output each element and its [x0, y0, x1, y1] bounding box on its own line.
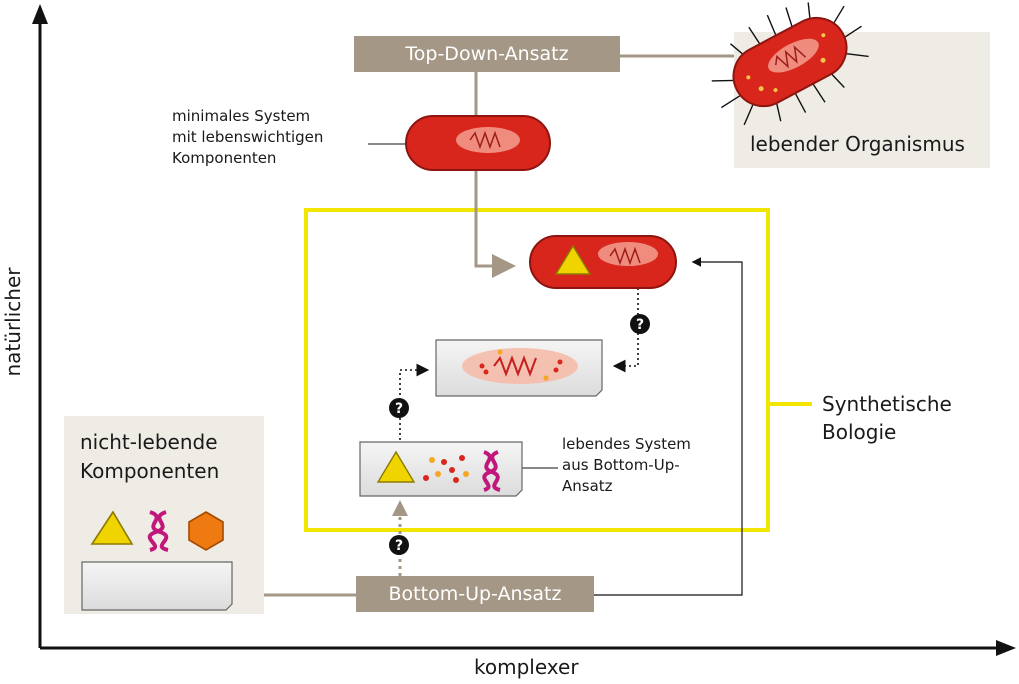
x-axis-label: komplexer [474, 655, 579, 679]
x-axis [40, 640, 1016, 656]
top-down-connectors [474, 54, 734, 278]
question-mark-icon: ? [389, 535, 409, 555]
bacterium-icon [711, 2, 869, 126]
triangle-icon [90, 510, 134, 545]
dna-icon [147, 510, 169, 552]
components-box-icon [359, 441, 523, 497]
minimal-system-label: minimales System mit lebenswichtigen Kom… [172, 107, 324, 167]
protocell-box-icon [435, 339, 603, 397]
svg-text:?: ? [636, 317, 644, 333]
svg-text:?: ? [395, 538, 403, 554]
hexagon-icon [188, 511, 224, 551]
top-down-approach-label: Top-Down-Ansatz [354, 36, 620, 72]
bottom-up-approach-label: Bottom-Up-Ansatz [356, 576, 594, 612]
bottom-up-connectors [264, 257, 743, 597]
living-system-bottom-up-label: lebendes System aus Bottom-Up- Ansatz [562, 435, 691, 495]
dotted-arrows [399, 278, 639, 440]
synthetic-biology-label: Synthetische Bologie [822, 392, 952, 444]
question-mark-icon: ? [389, 398, 409, 418]
minimal-system-cell-icon [405, 115, 551, 171]
question-mark-icon: ? [630, 314, 650, 334]
synthetic-cell-icon [529, 235, 677, 289]
empty-box-icon [81, 561, 233, 611]
living-organism-label: lebender Organismus [750, 132, 965, 156]
y-axis [32, 4, 48, 648]
non-living-components-label: nicht-lebende Komponenten [80, 430, 220, 483]
y-axis-label: natürlicher [1, 267, 25, 377]
synthetic-biology-frame [304, 208, 812, 532]
svg-text:?: ? [395, 401, 403, 417]
